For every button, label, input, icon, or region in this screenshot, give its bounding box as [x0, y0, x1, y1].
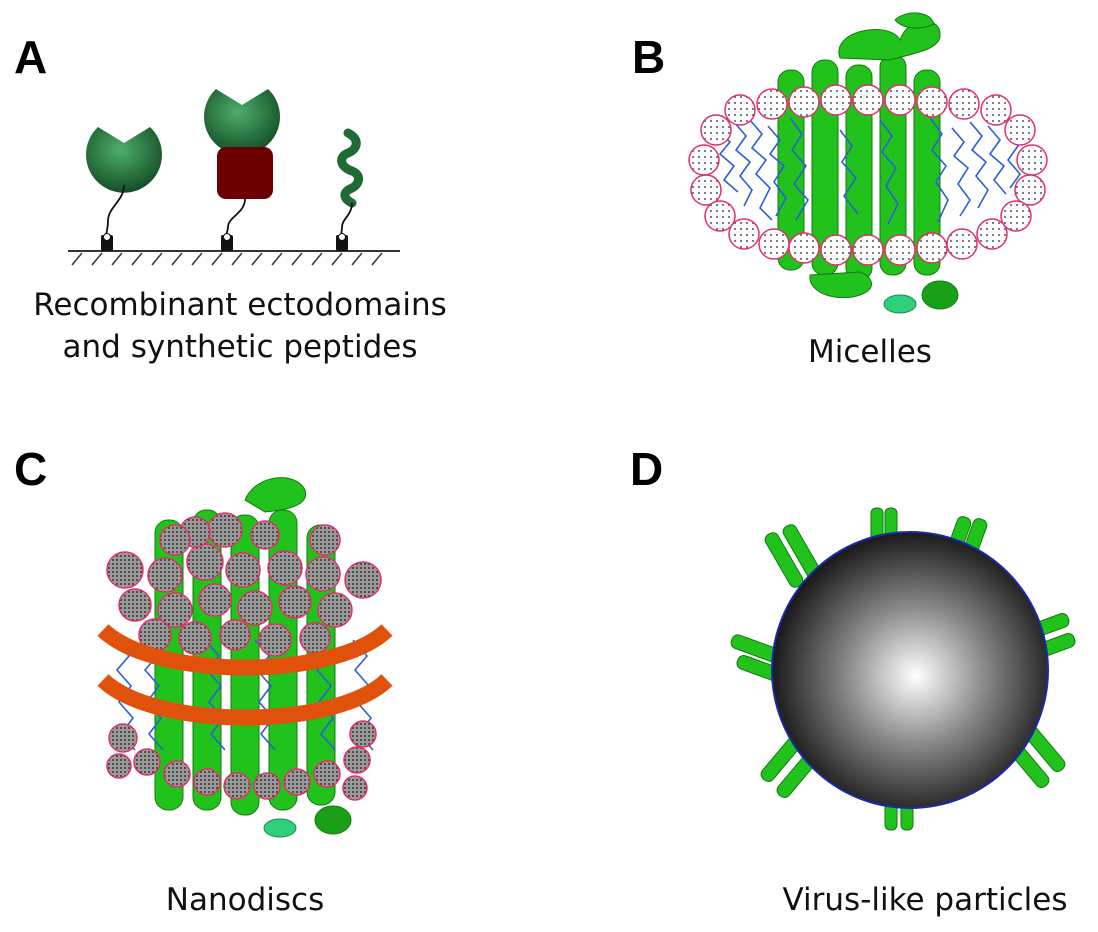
virus-like-particle-illustration [730, 507, 1076, 831]
panel-letter-a: A [14, 31, 48, 83]
scaffold-belts [97, 623, 393, 726]
synthetic-peptide [336, 128, 363, 251]
panel-letter-b: B [632, 31, 666, 83]
panel-letter-c: C [14, 443, 48, 495]
lipid-headgroups-lower [106, 720, 377, 801]
caption-a-line1: Recombinant ectodomains [33, 287, 447, 323]
lipid-headgroups [106, 512, 382, 657]
caption-d: Virus-like particles [782, 882, 1068, 918]
caption-b: Micelles [808, 334, 932, 370]
lipid-headgroups [688, 84, 1048, 266]
lipid-tails [717, 117, 1022, 225]
caption-a-line2: and synthetic peptides [62, 328, 418, 365]
particle-sphere [771, 531, 1049, 809]
ectodomain-receptor [86, 127, 162, 251]
immobilized-receptors-illustration [68, 89, 400, 266]
nanodisc-illustration [97, 477, 393, 838]
panel-letter-d: D [630, 443, 664, 495]
micelle-illustration [688, 12, 1048, 314]
surface-line [68, 250, 400, 266]
membrane-protein [777, 12, 959, 314]
caption-a: Recombinant ectodomains and synthetic pe… [0, 285, 480, 369]
fusion-receptor [203, 89, 280, 251]
caption-c: Nanodiscs [165, 882, 325, 918]
